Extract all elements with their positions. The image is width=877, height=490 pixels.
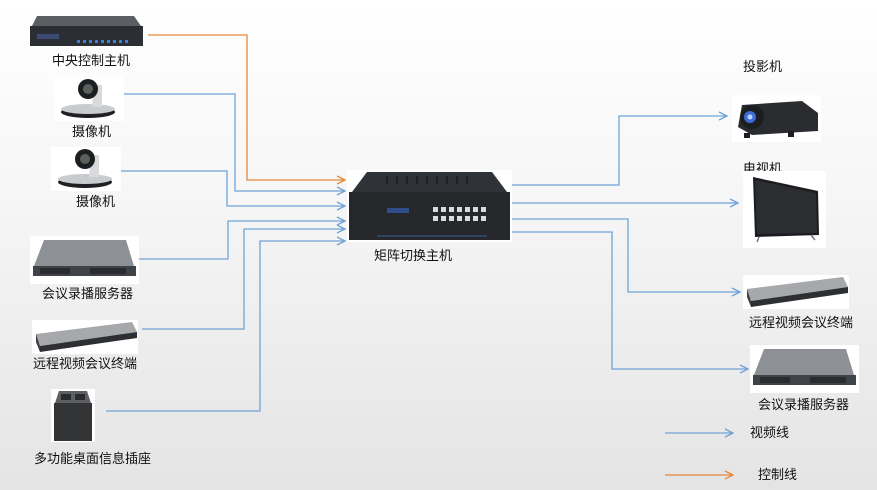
video-wire-projector	[512, 116, 727, 186]
central-control-label: 中央控制主机	[52, 54, 131, 69]
recording-server-out-label: 会议录播服务器	[758, 398, 850, 413]
projector-label: 投影机	[743, 60, 783, 75]
video-wire-camera-2	[120, 170, 345, 206]
camera-2-label: 摄像机	[76, 195, 116, 210]
desktop-socket-label: 多功能桌面信息插座	[34, 452, 152, 467]
video-wire-recording-server-out	[512, 231, 748, 369]
central-control-device	[29, 14, 144, 48]
video-wire-video-conference-terminal-out	[512, 218, 740, 292]
video-wire-camera-1	[123, 93, 345, 191]
recording-server-device	[30, 236, 139, 284]
video-conference-terminal-label: 远程视频会议终端	[33, 357, 138, 372]
recording-server-out-device	[750, 345, 859, 393]
matrix-switcher-device	[347, 170, 512, 242]
video-conference-terminal-out-label: 远程视频会议终端	[749, 316, 854, 331]
projector-device	[732, 95, 821, 142]
matrix-switcher-label: 矩阵切换主机	[374, 249, 453, 264]
legend-control-label: 控制线	[758, 468, 798, 483]
video-conference-terminal-device	[32, 320, 138, 354]
tv-device	[743, 171, 826, 248]
video-conference-terminal-out-device	[743, 275, 849, 309]
video-wire-video-conference-terminal	[142, 229, 345, 330]
camera-1-device	[54, 77, 124, 121]
camera-2-device	[51, 147, 121, 191]
desktop-socket-device	[51, 389, 95, 442]
legend-video-label: 视频线	[750, 426, 790, 441]
video-wire-desktop-socket	[106, 241, 345, 412]
control-wire-central-control	[148, 34, 345, 180]
camera-1-label: 摄像机	[72, 125, 112, 140]
video-wire-recording-server	[139, 221, 345, 260]
recording-server-label: 会议录播服务器	[42, 287, 134, 302]
